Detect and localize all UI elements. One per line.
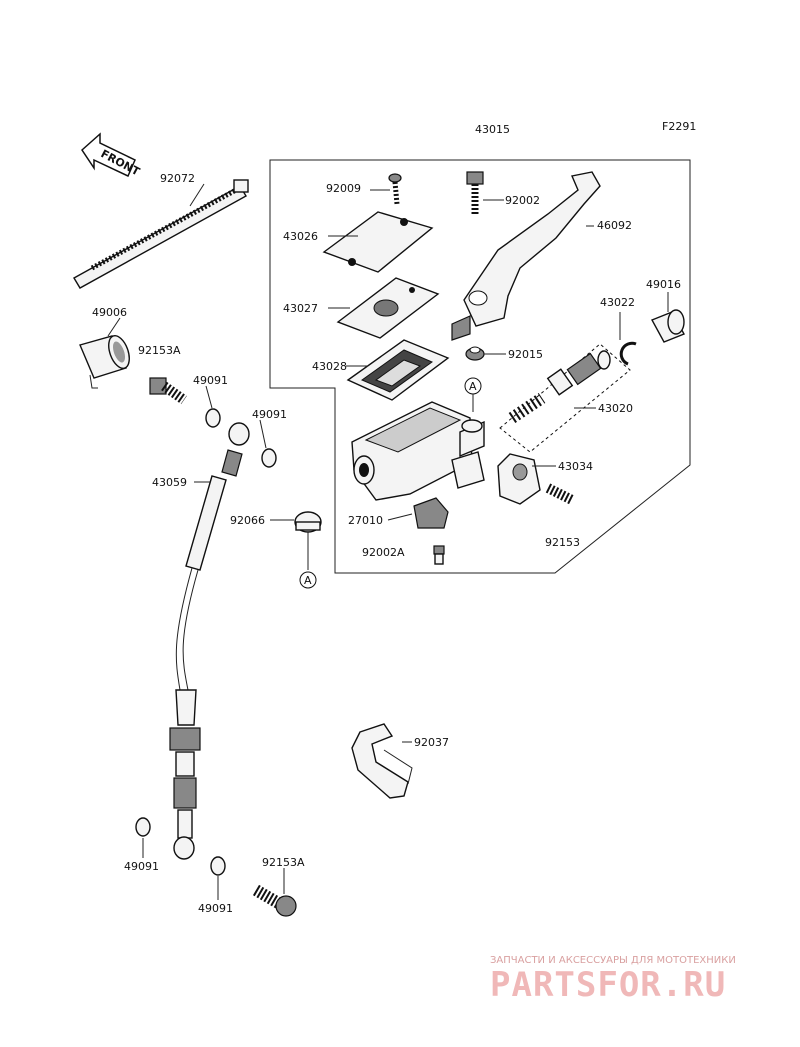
label-43028: 43028 (312, 360, 347, 373)
label-f2291: F2291 (662, 120, 696, 133)
circlip-43022 (619, 341, 637, 366)
label-43034: 43034 (558, 460, 593, 473)
callout-a-body: A (464, 377, 482, 412)
diaphragm-plate (336, 277, 440, 339)
leader-lines (107, 183, 669, 900)
nut-92015 (465, 346, 485, 361)
label-92009: 92009 (326, 182, 361, 195)
svg-text:A: A (469, 380, 477, 393)
label-43059: 43059 (152, 476, 187, 489)
brake-hose (169, 422, 250, 860)
label-49091-b: 49091 (252, 408, 287, 421)
watermark-tagline: ЗАПЧАСТИ И АКСЕССУАРЫ ДЛЯ МОТОТЕХНИКИ (490, 955, 736, 966)
label-49091-c: 49091 (124, 860, 159, 873)
label-43026: 43026 (283, 230, 318, 243)
label-49016: 49016 (646, 278, 681, 291)
banjo-bolt-bottom (252, 884, 297, 917)
front-arrow-icon: FRONT (81, 132, 142, 179)
label-92015: 92015 (508, 348, 543, 361)
switch-27010 (413, 497, 449, 529)
assembly-boundary (269, 159, 691, 574)
pivot-bolt-92002 (466, 171, 484, 214)
cap-92066 (294, 511, 322, 570)
label-46092: 46092 (597, 219, 632, 232)
label-27010: 27010 (348, 514, 383, 527)
label-92002: 92002 (505, 194, 540, 207)
banjo-bolt-top (149, 377, 187, 405)
callout-a-cap: A (299, 571, 317, 589)
grommet-49006 (79, 335, 130, 389)
brake-lever (451, 171, 601, 341)
screw-92009 (388, 173, 402, 205)
label-43020: 43020 (598, 402, 633, 415)
washer-49091-b (261, 448, 277, 468)
svg-text:A: A (304, 574, 312, 587)
washer-49091-c (135, 817, 151, 837)
bracket-92037 (351, 723, 413, 799)
boot-49016 (651, 309, 685, 343)
label-49006: 49006 (92, 306, 127, 319)
cable-tie (73, 179, 249, 289)
label-92002a: 92002A (362, 546, 405, 559)
label-49091-a: 49091 (193, 374, 228, 387)
label-49091-d: 49091 (198, 902, 233, 915)
master-cylinder-body (351, 401, 485, 501)
label-92066: 92066 (230, 514, 265, 527)
label-43027: 43027 (283, 302, 318, 315)
label-92037: 92037 (414, 736, 449, 749)
label-43022: 43022 (600, 296, 635, 309)
label-92153: 92153 (545, 536, 580, 549)
label-92072: 92072 (160, 172, 195, 185)
washer-49091-a (205, 408, 221, 428)
piston-kit (499, 343, 631, 453)
reservoir-cover (322, 211, 434, 273)
label-92153a-bottom: 92153A (262, 856, 305, 869)
holder-43034 (497, 453, 575, 505)
label-92153a-top: 92153A (138, 344, 181, 357)
diaphragm (346, 339, 450, 401)
label-43015: 43015 (475, 123, 510, 136)
watermark-brand: PARTSFOR.RU (490, 965, 726, 1005)
washer-49091-d (210, 856, 226, 876)
screw-92002a (433, 545, 445, 565)
